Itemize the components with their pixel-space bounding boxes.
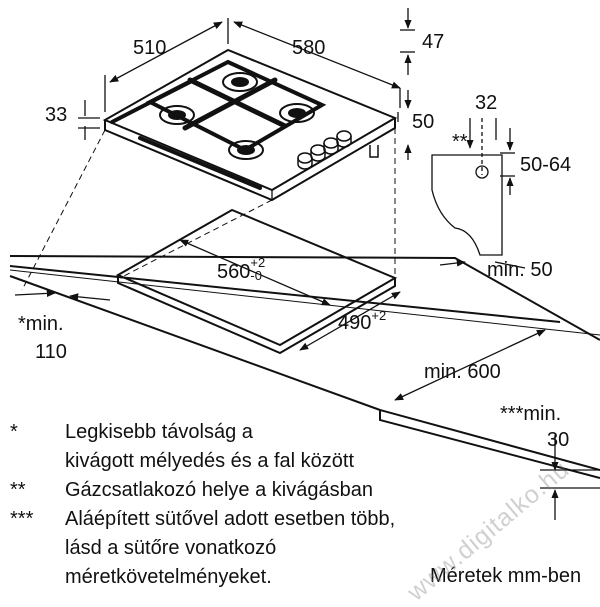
dim-490-base: 490 — [338, 312, 372, 334]
dim-490-label: 490+2 — [338, 308, 386, 335]
dim-min110-label-a: *min. — [18, 313, 64, 335]
dim-50-64-label: 50-64 — [520, 154, 572, 176]
dim-min30-line — [540, 435, 600, 520]
dim-min110-line — [14, 289, 111, 301]
dim-min30-label-a: ***min. — [500, 403, 562, 425]
dim-580-line — [233, 21, 401, 108]
footnote-text: Gázcsatlakozó helye a kivágásban — [65, 479, 373, 501]
dim-490-plus: +2 — [371, 308, 387, 323]
cutout — [115, 208, 398, 355]
dim-560-minus: -0 — [250, 268, 262, 283]
dim-min50-label: min. 50 — [487, 259, 553, 281]
footnote-mark: *** — [10, 508, 34, 530]
dim-510-label: 510 — [133, 37, 167, 59]
dim-560-base: 560 — [217, 261, 251, 283]
control-knobs — [297, 130, 379, 170]
footnotes: * Legkisebb távolság a kivágott mélyedés… — [10, 418, 530, 592]
footnote-text: Aláépített sütővel adott esetben több, l… — [65, 508, 396, 588]
dim-580-label: 580 — [292, 37, 326, 59]
footnote-mark: ** — [10, 479, 26, 501]
units-caption: Méretek mm-ben — [430, 565, 582, 587]
worktop — [9, 255, 600, 479]
dim-560-label: 560+2-0 — [217, 256, 265, 288]
projection-lines — [21, 128, 396, 291]
dim-33-line — [78, 100, 100, 140]
dim-50-side-label: 50 — [412, 111, 435, 133]
footnote-mark: * — [10, 421, 18, 443]
footnote-2: ** Gázcsatlakozó helye a kivágásban — [10, 476, 530, 505]
dim-50-side-line — [397, 90, 412, 160]
hob-grates — [110, 59, 327, 190]
footnote-text: Legkisebb távolság a kivágott mélyedés é… — [65, 421, 355, 472]
dim-min110-label-b: 110 — [35, 341, 67, 363]
dim-32-label: 32 — [475, 92, 498, 114]
gas-connection-detail — [431, 118, 515, 256]
dim-47-label: 47 — [422, 31, 445, 53]
dim-33-label: 33 — [45, 104, 68, 126]
gas-star-label: ** — [452, 131, 468, 153]
dim-min600-label: min. 600 — [424, 361, 501, 383]
dim-min50-line — [439, 259, 526, 269]
footnote-1: * Legkisebb távolság a kivágott mélyedés… — [10, 418, 530, 476]
dim-560-plus: +2 — [250, 255, 266, 270]
footnote-3: *** Aláépített sütővel adott esetben töb… — [10, 505, 530, 592]
dim-min30-label-b: 30 — [547, 429, 570, 451]
dim-490-line — [299, 291, 401, 351]
dim-47-line — [400, 8, 415, 75]
dim-510-line — [104, 18, 229, 112]
dim-min600-line — [394, 329, 546, 401]
